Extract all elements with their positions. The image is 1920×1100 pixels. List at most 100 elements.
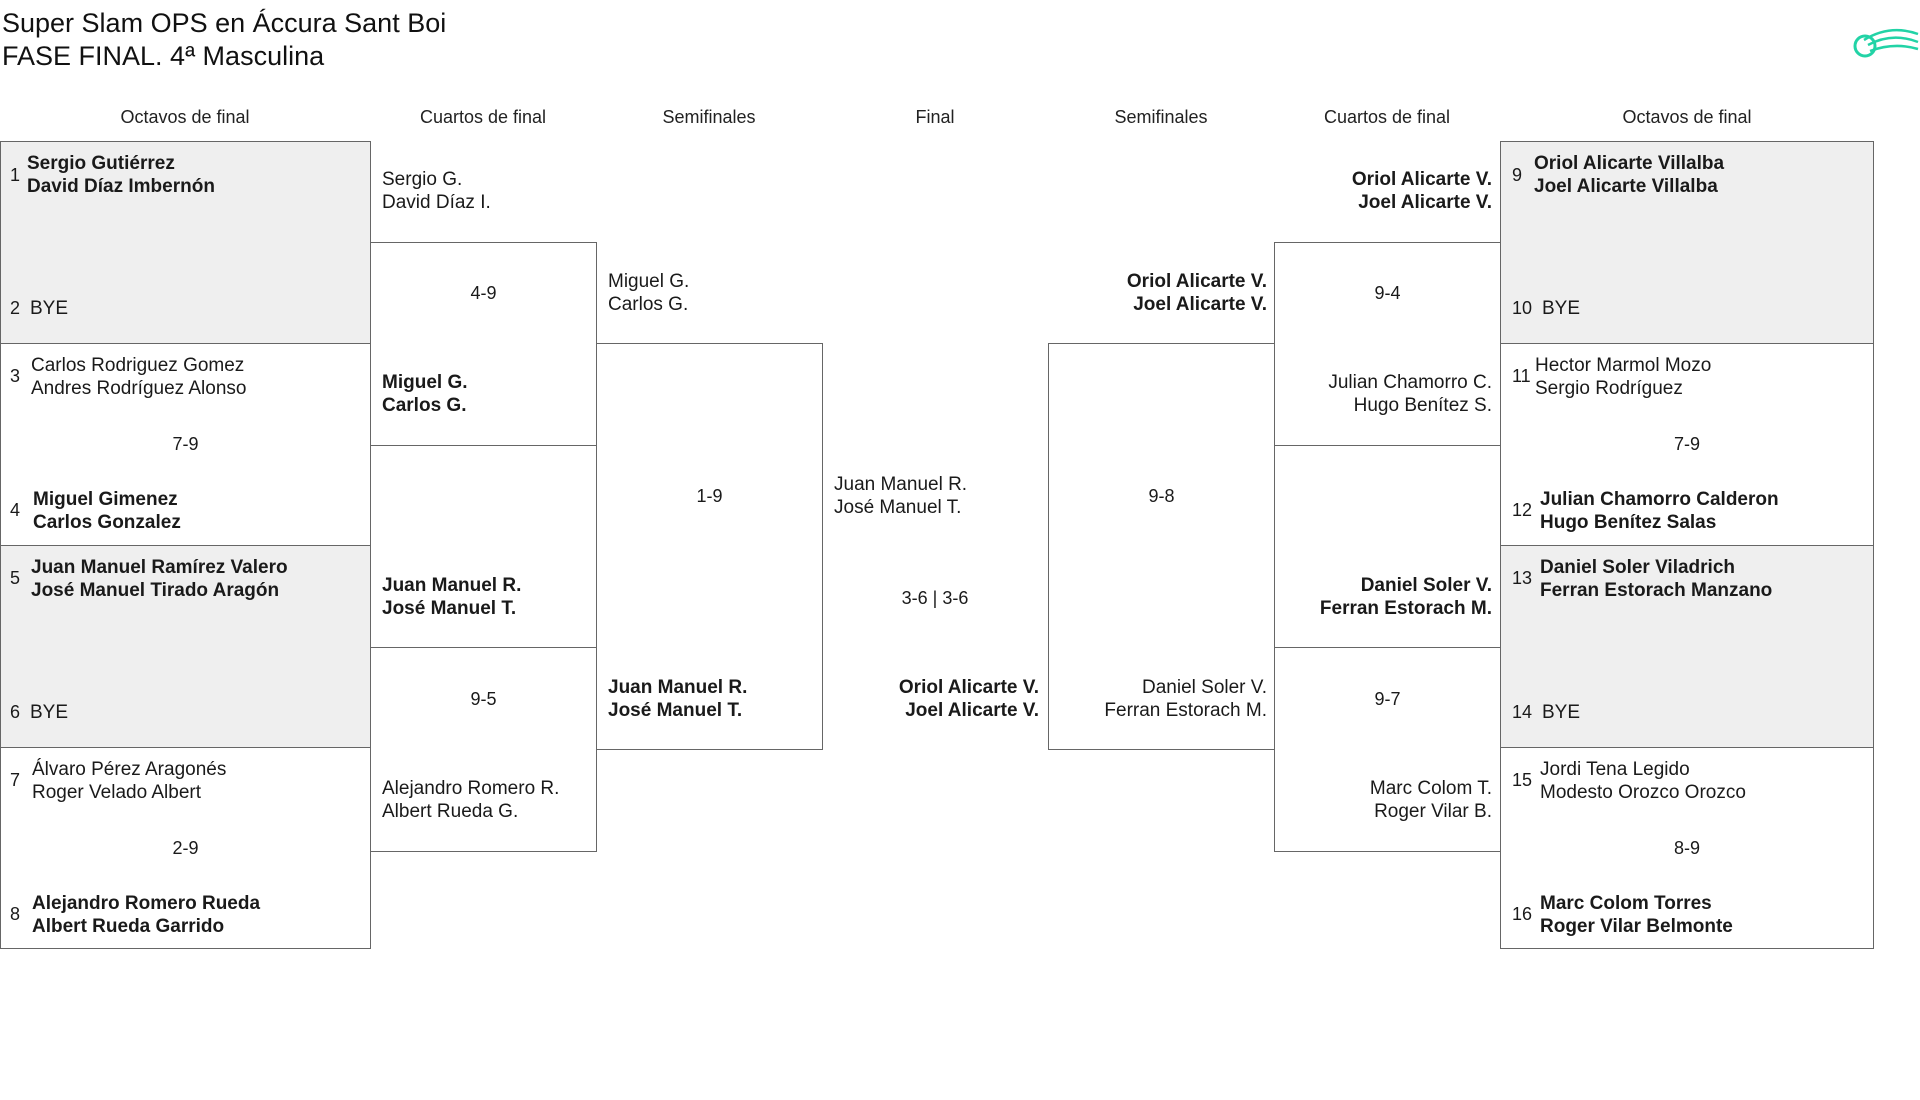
match-score: 7-9: [172, 434, 199, 454]
match-box-r16-right-4: [1500, 747, 1874, 949]
team-entry: Alejandro Romero Rueda Albert Rueda Garr…: [32, 892, 260, 938]
round-header-final: Final: [915, 107, 955, 127]
player-name: Carlos G.: [608, 294, 689, 315]
team-entry: Marc Colom T. Roger Vilar B.: [1370, 777, 1492, 823]
player-name: Alejandro Romero R.: [382, 778, 560, 799]
round-header-semis-right: Semifinales: [1114, 107, 1208, 127]
player-name: Oriol Alicarte V.: [1126, 271, 1267, 292]
team-entry: Alejandro Romero R. Albert Rueda G.: [382, 777, 559, 823]
player-name: Julian Chamorro Calderon: [1540, 489, 1779, 510]
player-name: Hugo Benítez S.: [1353, 395, 1492, 416]
player-name: Daniel Soler V.: [1360, 575, 1492, 596]
team-entry: Jordi Tena Legido Modesto Orozco Orozco: [1540, 758, 1746, 804]
final-score: 3-6 | 3-6: [901, 588, 969, 608]
player-name: Joel Alicarte V.: [1358, 192, 1492, 213]
player-name: José Manuel Tirado Aragón: [31, 580, 280, 601]
team-entry: BYE: [30, 297, 68, 320]
player-name: Juan Manuel R.: [382, 575, 522, 596]
player-name: Julian Chamorro C.: [1328, 372, 1492, 393]
seed-number: 14: [1512, 702, 1533, 722]
team-entry: Juan Manuel Ramírez Valero José Manuel T…: [31, 556, 288, 602]
page-title: Super Slam OPS en Áccura Sant Boi: [2, 8, 447, 38]
player-name: David Díaz Imbernón: [27, 176, 215, 197]
player-name: Juan Manuel R.: [608, 677, 748, 698]
player-name: Roger Velado Albert: [32, 782, 202, 803]
player-name: Modesto Orozco Orozco: [1540, 782, 1746, 803]
player-name: Marc Colom Torres: [1540, 893, 1712, 914]
team-entry: Juan Manuel R. José Manuel T.: [382, 574, 521, 620]
seed-number: 11: [1512, 366, 1531, 386]
team-entry: Daniel Soler V. Ferran Estorach M.: [1104, 676, 1267, 722]
player-name: Hector Marmol Mozo: [1535, 355, 1712, 376]
player-name: Daniel Soler V.: [1142, 677, 1267, 698]
player-name: Carlos Gonzalez: [33, 512, 181, 533]
team-entry: Miguel G. Carlos G.: [608, 270, 689, 316]
player-name: Oriol Alicarte V.: [898, 677, 1039, 698]
team-entry: BYE: [30, 701, 68, 724]
seed-number: 3: [10, 366, 21, 386]
page-subtitle: FASE FINAL. 4ª Masculina: [2, 41, 325, 71]
player-name: Juan Manuel R.: [834, 474, 968, 495]
player-name: Ferran Estorach Manzano: [1540, 580, 1773, 601]
player-name: Jordi Tena Legido: [1540, 759, 1690, 780]
player-name: Carlos G.: [382, 395, 467, 416]
player-name: Joel Alicarte Villalba: [1534, 176, 1718, 197]
round-header-octavos-right: Octavos de final: [1622, 107, 1752, 127]
team-entry: Julian Chamorro C. Hugo Benítez S.: [1328, 371, 1492, 417]
player-name: BYE: [30, 298, 69, 319]
player-name: Alejandro Romero Rueda: [32, 893, 261, 914]
match-score: 4-9: [470, 283, 497, 303]
player-name: Sergio Rodríguez: [1535, 378, 1683, 399]
player-name: David Díaz I.: [382, 192, 491, 213]
round-header-cuartos-right: Cuartos de final: [1323, 107, 1451, 127]
player-name: Marc Colom T.: [1369, 778, 1492, 799]
seed-number: 10: [1512, 298, 1533, 318]
team-entry: Miguel G. Carlos G.: [382, 371, 468, 417]
seed-number: 8: [10, 904, 21, 924]
player-name: BYE: [1542, 298, 1581, 319]
match-score: 9-7: [1374, 689, 1401, 709]
player-name: Roger Vilar Belmonte: [1540, 916, 1733, 937]
player-name: Hugo Benítez Salas: [1540, 512, 1717, 533]
round-header-octavos-left: Octavos de final: [120, 107, 250, 127]
match-score: 9-8: [1148, 486, 1175, 506]
player-name: Albert Rueda G.: [382, 801, 519, 822]
match-score: 7-9: [1673, 434, 1700, 454]
team-entry: Juan Manuel R. José Manuel T.: [608, 676, 747, 722]
match-box-r16-left-3: [0, 545, 371, 748]
player-name: Daniel Soler Viladrich: [1540, 557, 1736, 578]
seed-number: 1: [10, 165, 21, 185]
team-entry: Daniel Soler V. Ferran Estorach M.: [1320, 574, 1492, 620]
player-name: José Manuel T.: [834, 497, 962, 518]
seed-number: 5: [10, 568, 21, 588]
team-entry: Carlos Rodriguez Gomez Andres Rodríguez …: [31, 354, 246, 400]
final-team-1: Juan Manuel R. José Manuel T.: [834, 473, 967, 519]
match-score: 1-9: [696, 486, 723, 506]
player-name: Miguel Gimenez: [33, 489, 178, 510]
team-entry: Miguel Gimenez Carlos Gonzalez: [33, 488, 181, 534]
player-name: Joel Alicarte V.: [1133, 294, 1267, 315]
seed-number: 12: [1512, 500, 1533, 520]
seed-number: 7: [10, 770, 21, 790]
team-entry: Marc Colom Torres Roger Vilar Belmonte: [1540, 892, 1733, 938]
team-entry: Hector Marmol Mozo Sergio Rodríguez: [1535, 354, 1711, 400]
player-name: Albert Rueda Garrido: [32, 916, 225, 937]
player-name: Miguel G.: [608, 271, 690, 292]
player-name: Roger Vilar B.: [1374, 801, 1492, 822]
match-score: 9-4: [1374, 283, 1401, 303]
player-name: Ferran Estorach M.: [1319, 598, 1492, 619]
seed-number: 4: [10, 500, 21, 520]
team-entry: Julian Chamorro Calderon Hugo Benítez Sa…: [1540, 488, 1779, 534]
seed-number: 16: [1512, 904, 1533, 924]
tournament-logo-icon: [1853, 28, 1919, 58]
seed-number: 9: [1512, 165, 1523, 185]
player-name: Sergio G.: [382, 169, 463, 190]
team-entry: BYE: [1542, 297, 1580, 320]
player-name: José Manuel T.: [382, 598, 517, 619]
player-name: Álvaro Pérez Aragonés: [32, 759, 227, 780]
seed-number: 15: [1512, 770, 1533, 790]
player-name: José Manuel T.: [608, 700, 743, 721]
player-name: Carlos Rodriguez Gomez: [31, 355, 245, 376]
player-name: Andres Rodríguez Alonso: [31, 378, 247, 399]
match-box-sf-left: [596, 343, 823, 750]
